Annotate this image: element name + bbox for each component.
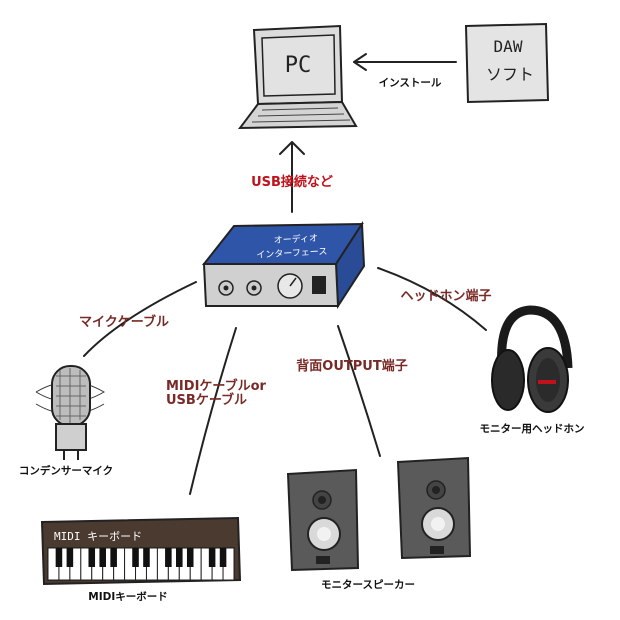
usb-arrow bbox=[279, 141, 305, 213]
interface-label-line1: オーディオ bbox=[273, 232, 318, 246]
keyboard-label: MIDIキーボード bbox=[88, 590, 167, 603]
midi-keyboard: MIDI キーボード MIDIキーボード bbox=[40, 516, 242, 603]
black-key bbox=[132, 548, 139, 567]
keyboard-panel-text: MIDI キーボード bbox=[54, 530, 142, 543]
black-key bbox=[219, 548, 227, 567]
output-terminal-label: 背面OUTPUT端子 bbox=[296, 358, 407, 374]
black-key bbox=[110, 548, 117, 567]
monitor-headphones: モニター用ヘッドホン bbox=[480, 305, 585, 435]
monitor-speaker-right bbox=[396, 456, 472, 560]
mic-cable-line bbox=[83, 281, 197, 357]
black-key bbox=[208, 548, 216, 567]
black-key bbox=[66, 548, 74, 567]
mic-label: コンデンサーマイク bbox=[19, 464, 113, 477]
midi-cable-label-line1: MIDIケーブルor bbox=[166, 378, 267, 394]
usb-connection-label: USB接続など bbox=[251, 174, 333, 190]
condenser-mic: コンデンサーマイク bbox=[19, 365, 113, 477]
daw-software-box: DAW ソフト bbox=[464, 22, 550, 104]
black-key bbox=[165, 548, 172, 567]
install-arrow bbox=[353, 53, 457, 71]
output-cable-line bbox=[337, 325, 381, 457]
black-key bbox=[99, 548, 106, 567]
black-key bbox=[186, 548, 194, 567]
headphone-label: モニター用ヘッドホン bbox=[480, 423, 585, 435]
interface-label-line2: インターフェース bbox=[256, 246, 327, 261]
midi-cable-label-line2: USBケーブル bbox=[166, 392, 247, 408]
headphone-cable-line bbox=[377, 267, 487, 331]
daw-label-line1: DAW bbox=[494, 37, 523, 56]
daw-label-line2: ソフト bbox=[486, 65, 534, 84]
black-key bbox=[55, 548, 63, 567]
black-key bbox=[143, 548, 150, 567]
black-key bbox=[88, 548, 96, 567]
monitor-speaker-left bbox=[286, 468, 360, 572]
audio-interface: オーディオ インターフェース bbox=[201, 220, 366, 310]
mic-cable-label: マイクケーブル bbox=[79, 314, 169, 330]
speakers-label: モニタースピーカー bbox=[321, 579, 415, 591]
pc-laptop: PC bbox=[237, 24, 358, 130]
black-key bbox=[176, 548, 183, 567]
headphone-jack-label: ヘッドホン端子 bbox=[400, 288, 491, 304]
midi-cable-line bbox=[189, 327, 237, 495]
install-label: インストール bbox=[379, 77, 442, 89]
pc-label: PC bbox=[285, 53, 312, 78]
